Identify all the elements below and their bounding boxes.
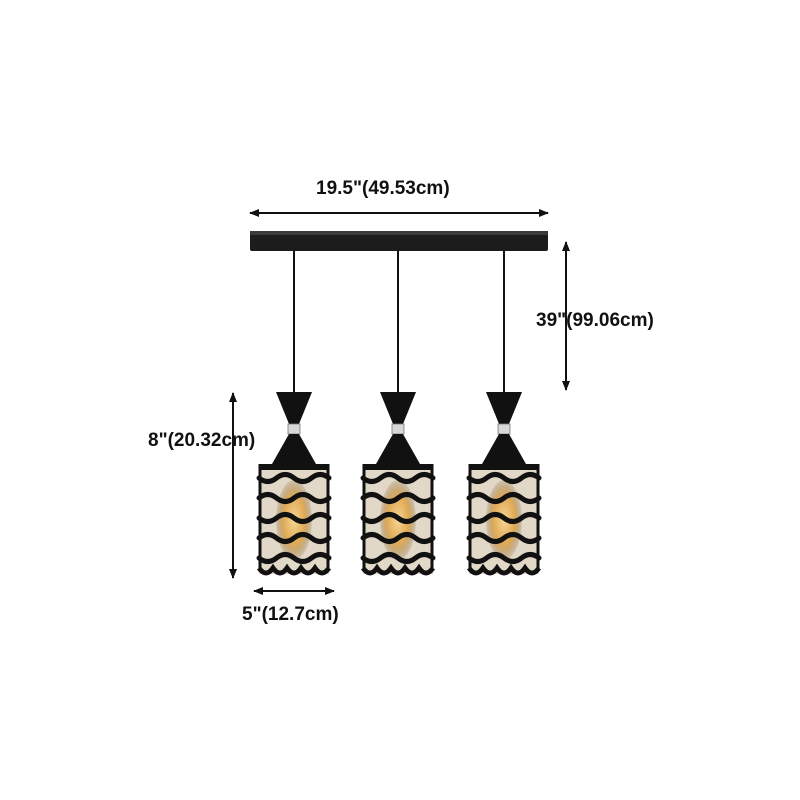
pendant-cone [486, 392, 522, 424]
pendant-flare [376, 434, 420, 464]
crystal-band [287, 423, 301, 435]
cage-wave-band [466, 512, 542, 524]
pendant-light [466, 251, 542, 576]
cage-wave-band [256, 492, 332, 504]
cage-wave-band [360, 512, 436, 524]
shade-width-label: 5"(12.7cm) [242, 604, 339, 625]
cage-top-rim [469, 464, 539, 470]
cage-wave-band [256, 532, 332, 544]
cage-wave-band [466, 552, 542, 564]
crystal-band [391, 423, 405, 435]
cage-wave-band [256, 552, 332, 564]
cage-wave-band [360, 552, 436, 564]
pendant-cone [380, 392, 416, 424]
cage-wave-band [256, 512, 332, 524]
cage-wave-band [360, 472, 436, 484]
cage-top-rim [259, 464, 329, 470]
pendant-flare [272, 434, 316, 464]
cage-bottom-edge [360, 563, 436, 576]
cage-wave-band [256, 472, 332, 484]
pendant-light [256, 251, 332, 576]
cage-top-rim [363, 464, 433, 470]
pendant-light [360, 251, 436, 576]
shade-height-label: 8"(20.32cm) [148, 430, 256, 451]
cage-bottom-edge [466, 563, 542, 576]
cage-wave-band [466, 472, 542, 484]
cage-wave-band [466, 492, 542, 504]
width-dimension-label: 19.5"(49.53cm) [316, 178, 450, 199]
cage-bottom-edge [256, 563, 332, 576]
crystal-band [497, 423, 511, 435]
ceiling-canopy-bar [250, 231, 548, 251]
pendant-cone [276, 392, 312, 424]
pendant-flare [482, 434, 526, 464]
cage-wave-band [466, 532, 542, 544]
cage-wave-band [360, 492, 436, 504]
cage-wave-band [360, 532, 436, 544]
drop-dimension-label: 39"(99.06cm) [536, 310, 654, 331]
